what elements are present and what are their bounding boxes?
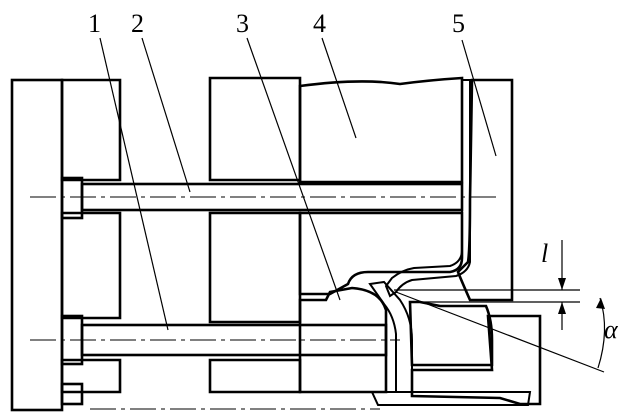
die-body-5 (456, 78, 514, 302)
dimension-alpha (395, 291, 606, 373)
leader-line-3 (246, 37, 341, 301)
dimension-label-alpha: α (604, 315, 619, 344)
left-holder-plate (10, 78, 64, 412)
sheet-blank (368, 79, 532, 406)
part-label-5: 5 (452, 9, 465, 38)
lower-die-ring (408, 300, 542, 406)
part-label-3: 3 (236, 9, 249, 38)
leader-line-4 (321, 37, 357, 139)
part-label-1: 1 (88, 9, 101, 38)
upper-plate-column (60, 78, 122, 394)
leader-line-1 (99, 37, 169, 331)
leader-line-5 (461, 39, 497, 157)
punch-3 (298, 286, 388, 394)
part-label-2: 2 (131, 9, 144, 38)
part-label-4: 4 (313, 9, 326, 38)
dimension-l (394, 240, 580, 330)
upper-die-block-4 (298, 76, 464, 296)
leader-line-2 (141, 37, 191, 193)
middle-plate-column (208, 76, 302, 394)
dimension-label-l: l (541, 239, 548, 268)
